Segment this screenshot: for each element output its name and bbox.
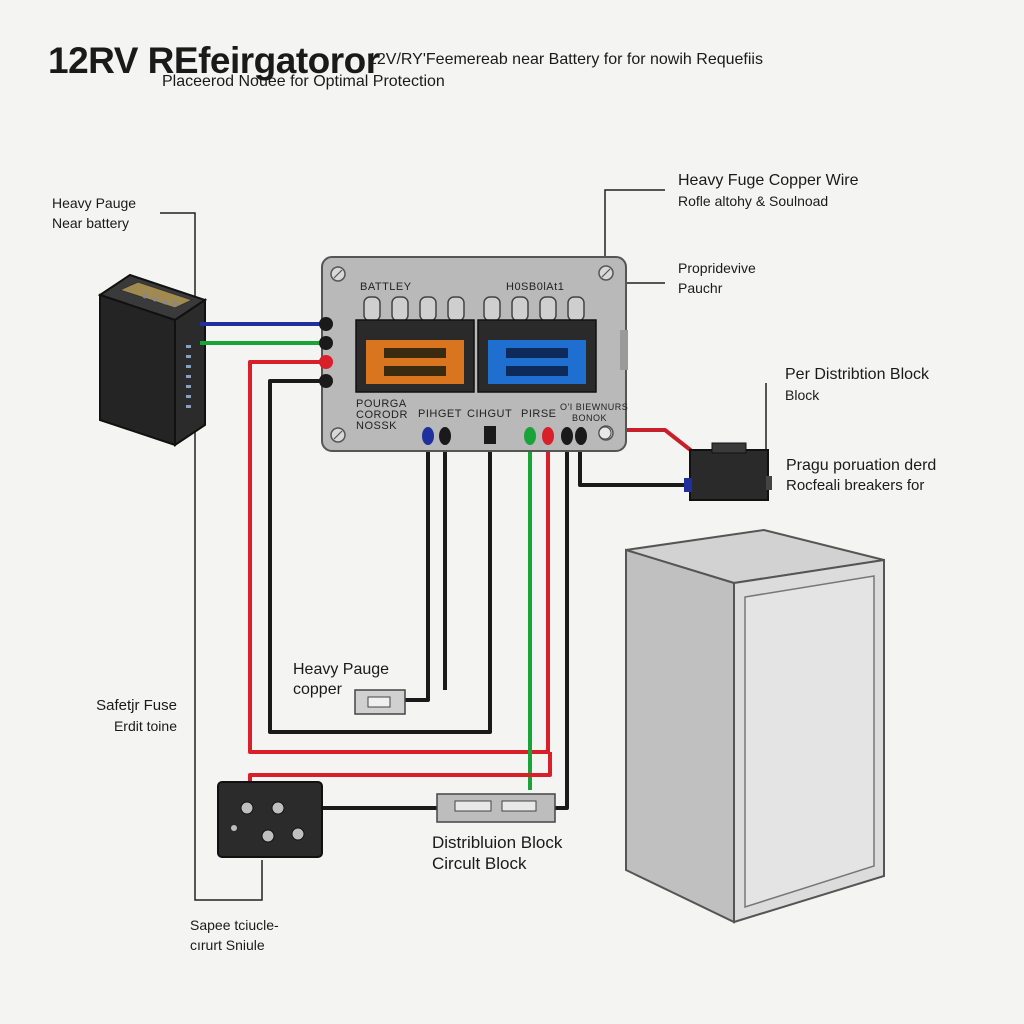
label-distribution-block-right: Per Distribtion Block Block <box>785 366 930 403</box>
label-safety-fuse: Safetjr Fuse Erdit toine <box>96 697 177 734</box>
wires <box>200 322 695 810</box>
panel-terminal-label-2: CIHGUT <box>467 408 513 420</box>
title-continuation: 12V/RY'Feemereab near Battery for for no… <box>368 51 763 68</box>
wire-black-loop <box>268 379 492 734</box>
wire-black-to-block <box>578 440 690 487</box>
wire-black-to-fuse <box>405 440 430 702</box>
panel-terminal-label-5: BONOK <box>572 413 608 423</box>
page-title: 12RV REfeirgatoror <box>48 40 380 81</box>
distribution-block-icon <box>436 793 556 823</box>
wire-red-to-block <box>610 428 695 454</box>
label-heavy-fuse-copper: Heavy Fuge Copper Wire Rofle altohy & So… <box>678 172 859 209</box>
leader-heavy-fuse-copper <box>604 189 665 258</box>
fuse-panel-icon <box>319 256 628 452</box>
label-breakers-note: Pragu poruation derd Rocfeali breakers f… <box>786 457 937 494</box>
panel-battery-label: BATTLEY <box>360 281 412 293</box>
breaker-box-icon <box>217 781 323 858</box>
leader-heavy-gauge-battery <box>160 212 196 315</box>
label-protective-pouch: Propridevive Pauchr <box>678 260 756 296</box>
wire-red-loop <box>248 360 550 754</box>
panel-bottom-left-label: POURGA CORODR NOSSK <box>356 398 408 432</box>
panel-terminal-label-1: PIHGET <box>418 408 462 420</box>
page-subtitle: Placeerod Nouee for Optimal Protection <box>162 73 445 90</box>
label-space-circuit: Sapee tciucle- cırurt Sniule <box>190 917 279 953</box>
label-distribution-block-bottom: Distribluion Block Circult Block <box>432 833 563 873</box>
wire-black-to-distribution <box>555 440 569 810</box>
battery-icon <box>97 273 208 447</box>
panel-bottom-terminals <box>422 426 612 445</box>
leader-lines <box>160 189 767 901</box>
leader-space-circuit <box>194 420 263 901</box>
panel-terminal-label-3: PIRSE <box>521 408 557 420</box>
inline-fuse-icon <box>354 689 406 715</box>
panel-right-label: H0SB0lAt1 <box>506 281 565 293</box>
panel-terminal-label-4: O'I BIEWNURS <box>560 402 629 412</box>
label-heavy-gauge-battery: Heavy Pauge Near battery <box>52 195 137 231</box>
breaker-icon <box>684 442 772 501</box>
refrigerator-icon <box>625 528 885 924</box>
label-heavy-gauge-copper: Heavy Paugе copper <box>293 661 390 698</box>
